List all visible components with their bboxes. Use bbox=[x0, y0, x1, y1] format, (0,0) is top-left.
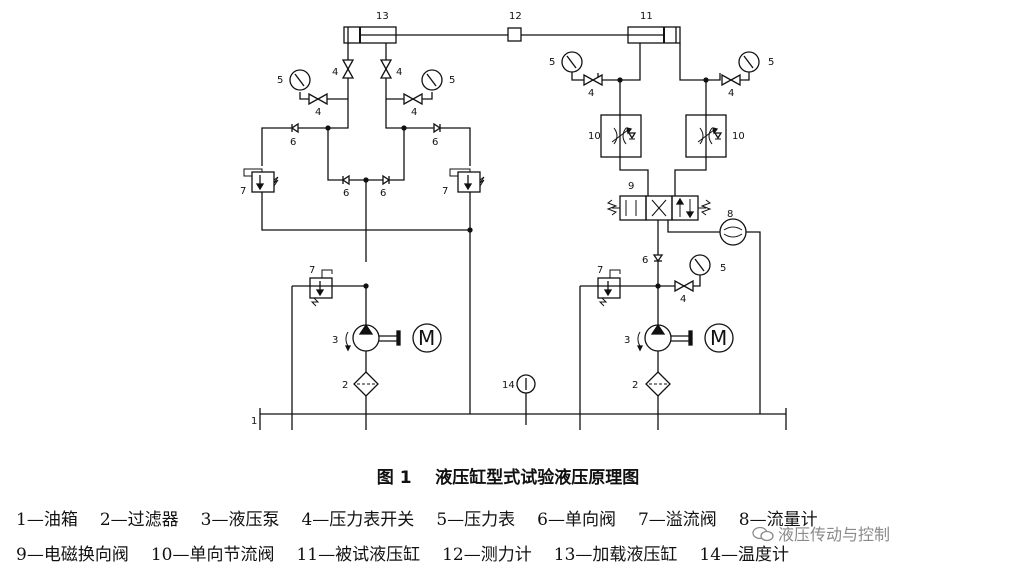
label-4: 4 bbox=[332, 67, 338, 78]
label-3: 3 bbox=[332, 335, 338, 346]
filter-2: 2 bbox=[342, 371, 379, 397]
label-5: 5 bbox=[720, 263, 726, 274]
label-4: 4 bbox=[680, 294, 686, 305]
wechat-logo-icon bbox=[752, 526, 774, 542]
motor-label: M bbox=[710, 326, 727, 350]
solenoid-valve-9: 9 bbox=[606, 181, 712, 221]
pressure-gauge-5: 5 bbox=[421, 69, 455, 91]
label-7: 7 bbox=[597, 265, 603, 276]
label-12: 12 bbox=[509, 11, 522, 22]
watermark: 液压传动与控制 bbox=[752, 521, 890, 545]
legend-item: 3—液压泵 bbox=[200, 510, 280, 530]
legend-item: 5—压力表 bbox=[436, 510, 516, 530]
flowmeter-8: 8 bbox=[719, 209, 747, 246]
relief-valve-7: 7 bbox=[309, 265, 333, 307]
label-9: 9 bbox=[628, 181, 634, 192]
label-7: 7 bbox=[240, 186, 246, 197]
horizontal-valve-4: 4 bbox=[583, 73, 603, 99]
label-8: 8 bbox=[727, 209, 733, 220]
horizontal-valve-4: 4 bbox=[403, 92, 423, 118]
gauge-valve-4: 4 bbox=[332, 59, 355, 79]
label-6: 6 bbox=[290, 137, 296, 148]
hydraulic-schematic: 1 13 12 11 4 4 4 bbox=[240, 11, 787, 430]
figure-title: 液压缸型式试验液压原理图 bbox=[435, 468, 640, 488]
legend-item: 6—单向阀 bbox=[537, 510, 616, 530]
legend-item: 2—过滤器 bbox=[99, 510, 179, 530]
legend-item: 9—电磁换向阀 bbox=[16, 545, 129, 565]
relief-valve-7: 7 bbox=[240, 168, 279, 197]
legend-item: 11—被试液压缸 bbox=[296, 545, 421, 565]
label-5: 5 bbox=[768, 57, 774, 68]
label-3: 3 bbox=[624, 335, 630, 346]
label-4: 4 bbox=[396, 67, 402, 78]
pressure-gauge-5: 5 bbox=[738, 51, 774, 73]
label-4: 4 bbox=[728, 88, 734, 99]
label-1: 1 bbox=[251, 416, 257, 427]
label-2: 2 bbox=[632, 380, 638, 391]
pressure-gauge-5: 5 bbox=[689, 254, 726, 276]
pressure-gauge-5: 5 bbox=[277, 69, 311, 91]
throttle-check-valve-10: 10 bbox=[685, 114, 745, 158]
check-valve-6: 6 bbox=[290, 122, 299, 148]
label-10: 10 bbox=[732, 131, 745, 142]
label-4: 4 bbox=[315, 107, 321, 118]
legend-item: 14—温度计 bbox=[699, 545, 790, 565]
hydraulic-pump-3: 3 bbox=[332, 323, 398, 352]
horizontal-valve-4: 4 bbox=[308, 92, 328, 118]
check-valve-6: 6 bbox=[642, 254, 664, 266]
label-13: 13 bbox=[376, 11, 389, 22]
legend-item: 8—流量计 bbox=[738, 510, 818, 530]
relief-valve-7: 7 bbox=[442, 168, 485, 197]
motor: M bbox=[396, 323, 442, 353]
legend-item: 4—压力表开关 bbox=[301, 510, 415, 530]
check-valve-6: 6 bbox=[341, 174, 350, 199]
label-6: 6 bbox=[380, 188, 386, 199]
legend-row-2: 9—电磁换向阀 10—单向节流阀 11—被试液压缸 12—测力计 13—加载液压缸 14—… bbox=[16, 540, 789, 565]
label-4: 4 bbox=[411, 107, 417, 118]
filter-2: 2 bbox=[632, 371, 671, 397]
legend-item: 7—溢流阀 bbox=[637, 510, 717, 530]
load-cylinder-13: 13 bbox=[343, 11, 404, 44]
label-7: 7 bbox=[309, 265, 315, 276]
label-5: 5 bbox=[549, 57, 555, 68]
label-5: 5 bbox=[277, 75, 283, 86]
label-14: 14 bbox=[502, 380, 515, 391]
check-valve-6: 6 bbox=[380, 174, 391, 199]
tested-cylinder-11: 11 bbox=[627, 11, 681, 44]
force-gauge-12: 12 bbox=[507, 11, 522, 42]
throttle-check-valve-10: 10 bbox=[588, 114, 642, 158]
relief-valve-7: 7 bbox=[597, 265, 621, 307]
gauge-valve-4: 4 bbox=[379, 59, 402, 79]
label-6: 6 bbox=[642, 255, 648, 266]
label-4: 4 bbox=[588, 88, 594, 99]
label-11: 11 bbox=[640, 11, 653, 22]
horizontal-valve-4: 4 bbox=[721, 73, 741, 99]
label-7: 7 bbox=[442, 186, 448, 197]
legend-item: 13—加载液压缸 bbox=[553, 545, 678, 565]
label-10: 10 bbox=[588, 131, 601, 142]
label-6: 6 bbox=[432, 137, 438, 148]
label-6: 6 bbox=[343, 188, 349, 199]
legend-row-1: 1—油箱 2—过滤器 3—液压泵 4—压力表开关 5—压力表 6—单向阀 7—溢流阀 8—流量… bbox=[16, 505, 818, 530]
legend-item: 12—测力计 bbox=[442, 545, 532, 565]
figure-caption: 图 1 液压缸型式试验液压原理图 bbox=[0, 463, 1016, 488]
watermark-text: 液压传动与控制 bbox=[778, 525, 891, 544]
label-5: 5 bbox=[449, 75, 455, 86]
label-2: 2 bbox=[342, 380, 348, 391]
check-valve-6: 6 bbox=[432, 122, 442, 148]
thermometer-14: 14 bbox=[502, 374, 536, 425]
motor-label: M bbox=[418, 326, 435, 350]
hydraulic-pump-3: 3 bbox=[624, 323, 690, 352]
motor: M bbox=[688, 323, 734, 353]
oil-tank: 1 bbox=[251, 408, 787, 430]
pressure-gauge-5: 5 bbox=[549, 51, 583, 73]
horizontal-valve-4: 4 bbox=[674, 279, 694, 305]
figure-number: 图 1 bbox=[376, 468, 412, 488]
legend-item: 10—单向节流阀 bbox=[150, 545, 275, 565]
legend-item: 1—油箱 bbox=[16, 510, 78, 530]
